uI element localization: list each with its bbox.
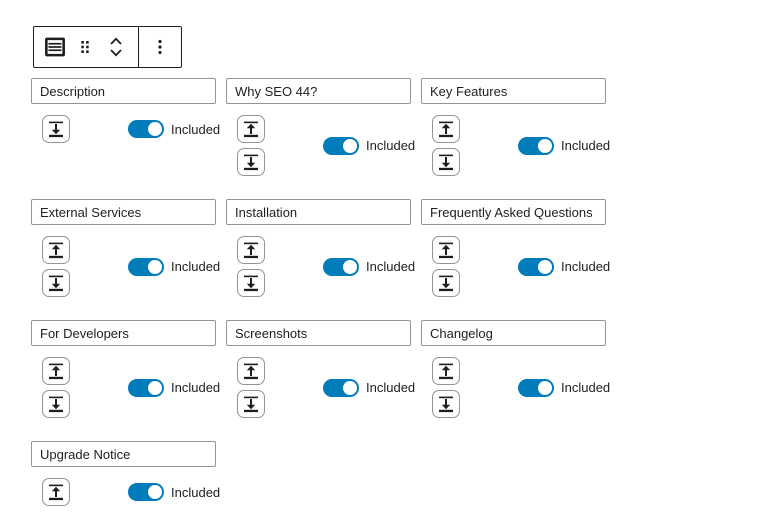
move-down-button[interactable] [237,148,265,176]
included-toggle[interactable] [128,257,164,276]
move-up-icon [46,482,66,502]
included-toggle[interactable] [128,378,164,397]
section-title-input[interactable] [421,320,606,346]
included-label: Included [366,259,416,274]
included-label: Included [366,138,416,153]
section-cell-upgrade-notice: Included [31,441,220,506]
move-down-button[interactable] [42,390,70,418]
included-label: Included [561,138,611,153]
move-down-button[interactable] [432,148,460,176]
section-title-input[interactable] [31,78,216,104]
included-label: Included [561,259,611,274]
section-title-input[interactable] [31,441,216,467]
ellipsis-icon [148,35,172,59]
move-up-button[interactable] [237,357,265,385]
move-up-icon [436,119,456,139]
included-toggle[interactable] [518,378,554,397]
included-toggle[interactable] [128,120,164,138]
move-up-icon [241,119,261,139]
move-down-icon [241,152,261,172]
move-down-button[interactable] [237,269,265,297]
move-down-button[interactable] [42,115,70,143]
block-mover[interactable] [100,29,132,65]
included-label: Included [561,380,611,395]
included-toggle[interactable] [323,378,359,397]
move-down-icon [436,394,456,414]
move-up-button[interactable] [237,236,265,264]
move-down-button[interactable] [237,390,265,418]
included-toggle[interactable] [323,257,359,276]
included-label: Included [171,259,221,274]
toggle-thumb [343,138,357,153]
included-toggle[interactable] [518,136,554,155]
table-of-contents-icon [42,34,68,60]
included-toggle[interactable] [323,136,359,155]
move-up-button[interactable] [237,115,265,143]
section-cell-external-services: Included [31,199,220,297]
move-up-button[interactable] [432,357,460,385]
move-up-button[interactable] [42,478,70,506]
section-cell-installation: Included [226,199,415,297]
move-up-button[interactable] [42,357,70,385]
toggle-thumb [148,122,162,136]
section-cell-for-developers: Included [31,320,220,418]
move-up-icon [46,361,66,381]
section-cell-screenshots: Included [226,320,415,418]
toggle-thumb [343,259,357,274]
block-toolbar [33,26,182,68]
included-toggle[interactable] [128,483,164,501]
move-down-icon [46,119,66,139]
toggle-thumb [148,380,162,395]
section-cell-why-seo: Included [226,78,415,176]
section-title-input[interactable] [31,199,216,225]
section-title-input[interactable] [226,78,411,104]
section-title-input[interactable] [421,199,606,225]
move-down-icon [241,273,261,293]
move-down-icon [436,273,456,293]
included-label: Included [366,380,416,395]
move-up-icon [241,240,261,260]
section-cell-key-features: Included [421,78,610,176]
included-label: Included [171,121,221,137]
move-up-button[interactable] [42,236,70,264]
drag-handle-icon [73,35,97,59]
toggle-thumb [538,259,552,274]
toggle-thumb [538,138,552,153]
section-cell-changelog: Included [421,320,610,418]
section-title-input[interactable] [421,78,606,104]
move-down-button[interactable] [432,269,460,297]
toggle-thumb [148,259,162,274]
drag-handle[interactable] [70,29,100,65]
move-down-icon [436,152,456,172]
move-up-icon [46,240,66,260]
move-up-button[interactable] [432,236,460,264]
section-cell-description: Included [31,78,220,176]
section-title-input[interactable] [226,199,411,225]
move-up-icon [436,361,456,381]
options-menu-button[interactable] [145,29,175,65]
included-label: Included [171,484,221,500]
move-up-icon [436,240,456,260]
section-title-input[interactable] [226,320,411,346]
toggle-thumb [148,485,162,499]
move-down-icon [241,394,261,414]
move-up-button[interactable] [432,115,460,143]
move-down-button[interactable] [432,390,460,418]
included-toggle[interactable] [518,257,554,276]
move-down-icon [46,394,66,414]
move-down-icon [46,273,66,293]
readme-sections-grid: Included Included Includ [31,78,610,506]
included-label: Included [171,380,221,395]
toggle-thumb [343,380,357,395]
chevron-up-down-icon [108,36,124,58]
section-cell-faq: Included [421,199,610,297]
move-down-button[interactable] [42,269,70,297]
toggle-thumb [538,380,552,395]
block-type-button[interactable] [40,29,70,65]
move-up-icon [241,361,261,381]
section-title-input[interactable] [31,320,216,346]
